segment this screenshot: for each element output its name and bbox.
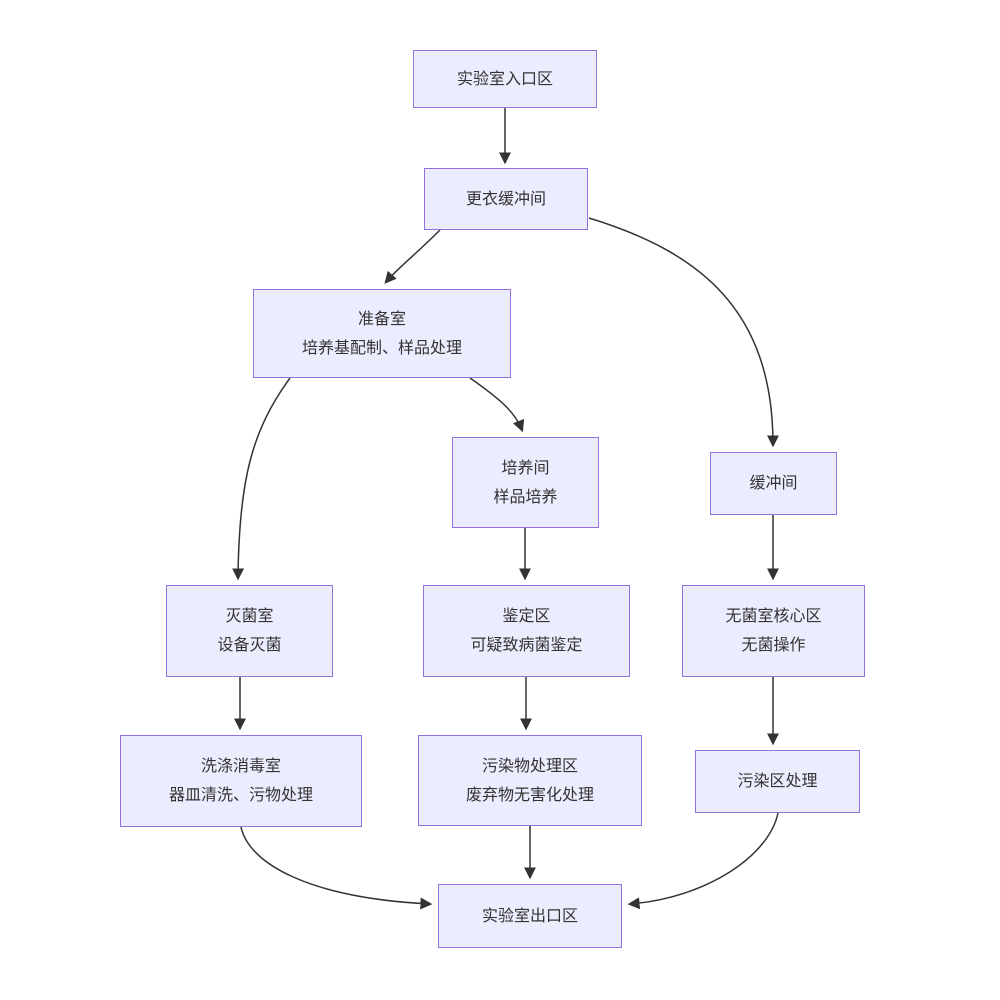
node-label: 更衣缓冲间: [465, 190, 546, 208]
edge-prep-sterilize: [232, 377, 291, 581]
node-label: 缓冲间: [749, 475, 798, 492]
node-sterile-core-area: 无菌室核心区 无菌操作: [682, 585, 865, 677]
node-identification-area: 鉴定区 可疑致病菌鉴定: [423, 585, 630, 677]
node-label: 鉴定区 可疑致病菌鉴定: [470, 608, 583, 654]
node-label: 实验室入口区: [456, 70, 553, 88]
node-label: 污染区处理: [737, 773, 818, 790]
node-lab-entrance: 实验室入口区: [413, 50, 597, 108]
node-label: 灭菌室 设备灭菌: [217, 608, 282, 654]
edge-washing-exit: [240, 826, 433, 910]
node-changing-buffer-room: 更衣缓冲间: [424, 168, 588, 230]
node-label: 培养间 样品培养: [493, 459, 558, 506]
node-label: 污染物处理区 废弃物无害化处理: [465, 757, 594, 804]
edge-contaminated-exit: [627, 812, 779, 910]
node-washing-disinfection-room: 洗涤消毒室 器皿清洗、污物处理: [120, 735, 362, 827]
node-waste-treatment-area: 污染物处理区 废弃物无害化处理: [418, 735, 642, 826]
node-label: 洗涤消毒室 器皿清洗、污物处理: [168, 758, 313, 804]
node-preparation-room: 准备室 培养基配制、样品处理: [253, 289, 511, 378]
edge-prep-culture: [469, 377, 525, 433]
node-label: 无菌室核心区 无菌操作: [725, 608, 822, 654]
node-label: 实验室出口区: [481, 907, 578, 925]
node-sterilization-room: 灭菌室 设备灭菌: [166, 585, 333, 677]
node-buffer-room: 缓冲间: [710, 452, 837, 515]
node-lab-exit: 实验室出口区: [438, 884, 622, 948]
edge-changing-prep: [384, 229, 441, 284]
node-contaminated-area-treatment: 污染区处理: [695, 750, 860, 813]
edge-changing-buffer: [588, 217, 779, 448]
node-label: 准备室 培养基配制、样品处理: [301, 310, 462, 357]
node-culture-room: 培养间 样品培养: [452, 437, 599, 528]
